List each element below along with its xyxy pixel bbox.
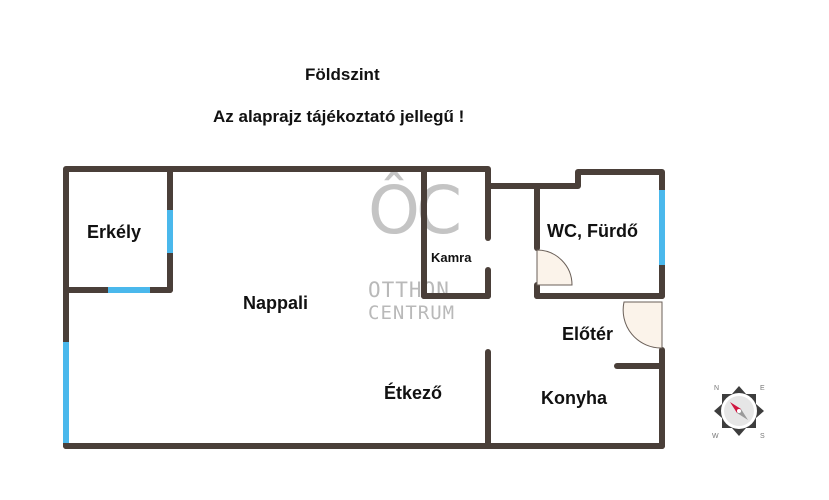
watermark-line2: CENTRUM	[368, 302, 456, 324]
room-balcony: Erkély	[87, 222, 142, 242]
room-kitchen: Konyha	[541, 388, 608, 408]
room-living: Nappali	[243, 293, 309, 313]
entrance-door	[622, 301, 663, 349]
floor-title: Földszint	[305, 65, 380, 84]
room-hallway: Előtér	[562, 324, 614, 344]
windows	[63, 190, 665, 443]
disclaimer-text: Az alaprajz tájékoztató jellegű !	[213, 107, 465, 126]
watermark-logo: ÔC OTTHON CENTRUM	[368, 168, 468, 324]
room-pantry: Kamra	[431, 250, 472, 265]
bathroom-door	[536, 249, 573, 286]
svg-text:E: E	[760, 385, 765, 392]
room-bathroom: WC, Fürdő	[547, 221, 638, 241]
svg-text:N: N	[714, 385, 719, 392]
svg-text:S: S	[760, 433, 765, 440]
compass-icon: N E S W	[712, 385, 765, 440]
svg-text:W: W	[712, 433, 719, 440]
walls	[63, 166, 665, 449]
watermark-monogram: ÔC	[368, 172, 462, 249]
room-dining: Étkező	[384, 383, 443, 403]
